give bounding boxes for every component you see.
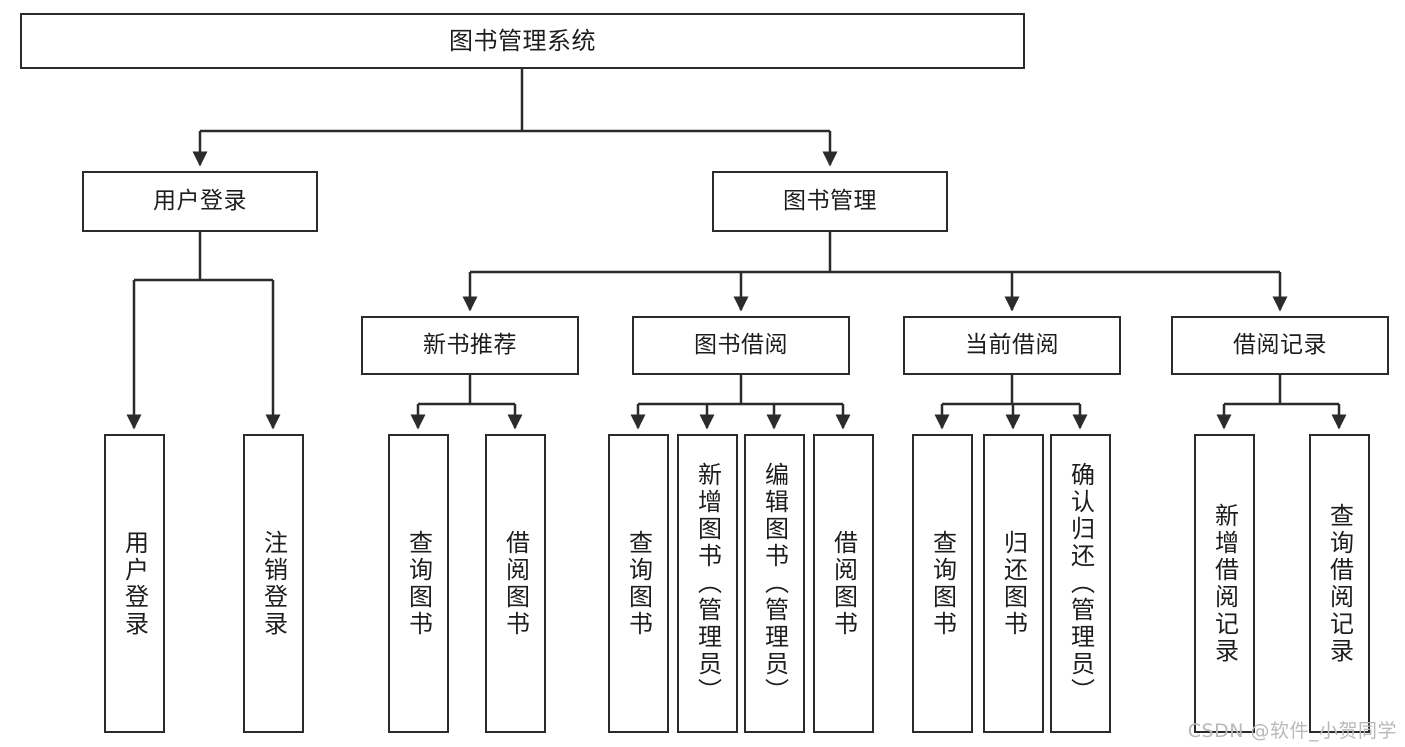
leaf-confirm-return-label: 确认归还（管理员） (1066, 462, 1095, 705)
leaf-return-book[interactable]: 归还图书 (983, 434, 1044, 733)
leaf-query-book-1-inner: 查询图书 (390, 436, 447, 731)
leaf-borrow-book-1-label: 借阅图书 (501, 529, 530, 638)
leaf-add-book[interactable]: 新增图书（管理员） (677, 434, 738, 733)
node-user-login-label: 用户登录 (153, 187, 247, 214)
leaf-borrow-book-2[interactable]: 借阅图书 (813, 434, 874, 733)
leaf-query-book-3-inner: 查询图书 (914, 436, 971, 731)
leaf-borrow-book-2-inner: 借阅图书 (815, 436, 872, 731)
leaf-edit-book[interactable]: 编辑图书（管理员） (744, 434, 805, 733)
node-book-manage[interactable]: 图书管理 (712, 171, 948, 232)
leaf-user-login-label: 用户登录 (120, 529, 149, 638)
node-borrow-record-label: 借阅记录 (1233, 331, 1327, 358)
node-new-book-recommend[interactable]: 新书推荐 (361, 316, 579, 375)
leaf-add-book-inner: 新增图书（管理员） (679, 436, 736, 731)
node-root[interactable]: 图书管理系统 (20, 13, 1025, 69)
leaf-query-book-2-inner: 查询图书 (610, 436, 667, 731)
leaf-add-record-inner: 新增借阅记录 (1196, 436, 1253, 731)
leaf-add-record[interactable]: 新增借阅记录 (1194, 434, 1255, 733)
leaf-query-record[interactable]: 查询借阅记录 (1309, 434, 1370, 733)
node-current-borrow[interactable]: 当前借阅 (903, 316, 1121, 375)
leaf-query-book-1[interactable]: 查询图书 (388, 434, 449, 733)
leaf-borrow-book-2-label: 借阅图书 (829, 529, 858, 638)
leaf-query-record-inner: 查询借阅记录 (1311, 436, 1368, 731)
leaf-add-book-label: 新增图书（管理员） (693, 462, 722, 705)
leaf-return-book-inner: 归还图书 (985, 436, 1042, 731)
node-book-borrow-label: 图书借阅 (694, 331, 788, 358)
leaf-confirm-return[interactable]: 确认归还（管理员） (1050, 434, 1111, 733)
node-borrow-record[interactable]: 借阅记录 (1171, 316, 1389, 375)
leaf-logout-label: 注销登录 (259, 529, 288, 638)
leaf-confirm-return-inner: 确认归还（管理员） (1052, 436, 1109, 731)
leaf-borrow-book-1-inner: 借阅图书 (487, 436, 544, 731)
leaf-query-book-2[interactable]: 查询图书 (608, 434, 669, 733)
leaf-edit-book-label: 编辑图书（管理员） (760, 462, 789, 705)
leaf-add-record-label: 新增借阅记录 (1210, 502, 1239, 665)
node-root-label: 图书管理系统 (449, 26, 596, 55)
leaf-logout-inner: 注销登录 (245, 436, 302, 731)
node-user-login[interactable]: 用户登录 (82, 171, 318, 232)
node-book-borrow[interactable]: 图书借阅 (632, 316, 850, 375)
leaf-edit-book-inner: 编辑图书（管理员） (746, 436, 803, 731)
leaf-user-login[interactable]: 用户登录 (104, 434, 165, 733)
leaf-query-book-2-label: 查询图书 (624, 529, 653, 638)
node-book-manage-label: 图书管理 (783, 187, 877, 214)
leaf-borrow-book-1[interactable]: 借阅图书 (485, 434, 546, 733)
leaf-return-book-label: 归还图书 (999, 529, 1028, 638)
node-new-book-recommend-label: 新书推荐 (423, 331, 517, 358)
leaf-query-book-3-label: 查询图书 (928, 529, 957, 638)
leaf-user-login-inner: 用户登录 (106, 436, 163, 731)
leaf-query-book-1-label: 查询图书 (404, 529, 433, 638)
leaf-logout[interactable]: 注销登录 (243, 434, 304, 733)
node-current-borrow-label: 当前借阅 (965, 331, 1059, 358)
csdn-watermark: CSDN @软件_小贺同学 (1187, 720, 1397, 742)
leaf-query-book-3[interactable]: 查询图书 (912, 434, 973, 733)
leaf-query-record-label: 查询借阅记录 (1325, 502, 1354, 665)
